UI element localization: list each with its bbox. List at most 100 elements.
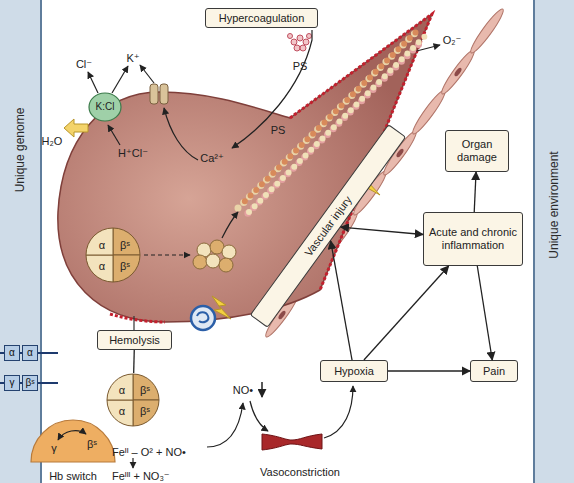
microparticle-bead bbox=[303, 39, 309, 45]
globin-subunit bbox=[107, 374, 133, 400]
node-text: α bbox=[119, 405, 125, 418]
node-text: α bbox=[99, 260, 105, 273]
semicircle-outline bbox=[31, 420, 115, 462]
decrease-arrow bbox=[261, 382, 263, 397]
constricted-vessel bbox=[262, 434, 322, 450]
polymerisation-arrow bbox=[222, 212, 238, 238]
globin-subunit bbox=[133, 400, 159, 426]
white-blood-cell bbox=[191, 306, 215, 330]
globin-subunit bbox=[86, 255, 113, 282]
process-box: Acute and chronic inflammation bbox=[423, 212, 523, 266]
ion-flux-arrow bbox=[140, 65, 154, 83]
node-text: βˢ bbox=[140, 405, 150, 418]
node-text: Unique genome bbox=[14, 108, 28, 193]
polymerisation-arrow bbox=[144, 254, 190, 255]
label-text: H⁺Cl⁻ bbox=[118, 147, 148, 160]
endothelial-cell bbox=[467, 7, 506, 56]
node-text: α bbox=[99, 239, 105, 252]
label-text: K⁺ bbox=[126, 52, 139, 65]
globin-subunit bbox=[113, 255, 140, 282]
label-text: PS bbox=[293, 60, 308, 72]
ps-exposed-membrane bbox=[110, 314, 165, 322]
connector-arrow bbox=[133, 350, 135, 373]
microparticle-bead bbox=[291, 39, 297, 45]
microparticle-bead bbox=[300, 45, 306, 51]
calcium-arrow bbox=[164, 108, 198, 160]
globin-subunit bbox=[86, 228, 113, 255]
hemolysis-line bbox=[133, 316, 134, 330]
node-text: βˢ bbox=[25, 377, 34, 389]
gardos-channel bbox=[150, 84, 158, 104]
connector-arrow bbox=[331, 241, 352, 360]
node-text: γ bbox=[10, 377, 15, 389]
node-text: βˢ bbox=[120, 260, 130, 273]
calcium-arrow bbox=[232, 30, 312, 148]
label-text: NO• bbox=[233, 384, 253, 396]
ion-flux-arrow bbox=[108, 125, 120, 145]
gene-box: α bbox=[4, 345, 20, 361]
process-box: Vascular injury bbox=[250, 124, 407, 328]
cell-nucleus bbox=[197, 312, 208, 322]
label-text: H₂O bbox=[42, 135, 63, 147]
no-scavenging-arrow bbox=[207, 403, 243, 447]
node-text: Hb switch bbox=[49, 470, 97, 483]
node-outline bbox=[106, 373, 160, 427]
gardos-channel bbox=[160, 84, 168, 104]
flow-arrow bbox=[250, 401, 268, 431]
label-text: Vasoconstriction bbox=[260, 466, 340, 478]
connector-arrow bbox=[364, 266, 449, 360]
tetramer-outline bbox=[107, 374, 159, 426]
node-text: K:Cl bbox=[96, 101, 115, 113]
transporter-outline bbox=[89, 93, 121, 121]
cell-nucleus bbox=[453, 67, 462, 78]
node-text: βˢ bbox=[140, 384, 150, 397]
injury-bolt bbox=[212, 296, 231, 319]
node-text: α bbox=[27, 347, 33, 359]
node-text: Vascular injury bbox=[302, 193, 354, 258]
switch-arrow bbox=[58, 431, 86, 440]
microparticle-bead bbox=[288, 34, 293, 39]
polymer-bead bbox=[222, 245, 236, 259]
node-text: α bbox=[9, 347, 15, 359]
microparticle-bead bbox=[307, 34, 312, 39]
label-text: Ca²⁺ bbox=[200, 152, 224, 165]
gene-box: γ bbox=[4, 375, 20, 391]
node-text: Hypercoagulation bbox=[219, 12, 305, 25]
hemoglobin-tetramer: αβˢαβˢ bbox=[106, 373, 160, 427]
polymer-bead bbox=[219, 258, 233, 272]
transporter-circle: K:Cl bbox=[88, 92, 122, 122]
node-text: Unique environment bbox=[548, 151, 562, 258]
node-text: γ bbox=[51, 442, 57, 455]
node-text: βˢ bbox=[87, 438, 97, 451]
process-box: Organ damage bbox=[445, 130, 509, 172]
hbs-polymer-cluster bbox=[193, 240, 236, 272]
reaction-arrow bbox=[132, 458, 133, 468]
fiber-strand bbox=[249, 36, 425, 212]
hb-switch-semicircle: γβˢHb switch bbox=[30, 418, 116, 463]
context-band: Unique genome αα γβˢ bbox=[0, 0, 42, 483]
microparticle-bead bbox=[294, 45, 300, 51]
polymer-bead bbox=[206, 254, 220, 268]
gene-box: βˢ bbox=[22, 375, 38, 391]
node-outline bbox=[30, 418, 116, 463]
chromosome-line bbox=[0, 352, 58, 354]
node-text: Hemolysis bbox=[109, 334, 160, 347]
ion-flux-arrow bbox=[112, 66, 128, 93]
globin-subunit bbox=[133, 374, 159, 400]
ps-microparticle bbox=[288, 34, 312, 52]
node-text: Pain bbox=[483, 365, 505, 378]
hemoglobin-tetramer: αβˢαβˢ bbox=[85, 227, 141, 283]
connector-arrow bbox=[388, 370, 470, 371]
microparticle-bead bbox=[297, 35, 303, 41]
flow-arrow bbox=[324, 386, 353, 438]
globin-subunit bbox=[113, 228, 140, 255]
node-text: Hypoxia bbox=[334, 365, 374, 378]
endothelial-cell bbox=[438, 48, 477, 97]
node-outline bbox=[85, 227, 141, 283]
hbs-polymer-fiber bbox=[238, 28, 425, 216]
